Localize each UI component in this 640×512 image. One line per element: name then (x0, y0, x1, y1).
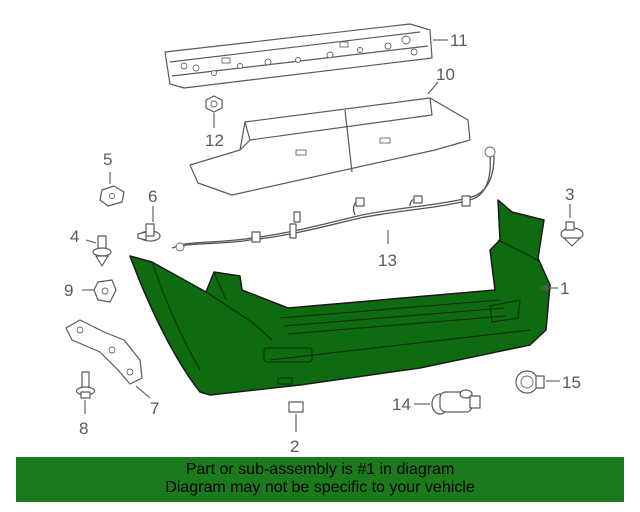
clip-part-4[interactable] (92, 235, 112, 267)
callout-8: 8 (79, 419, 88, 438)
bolt-part-8[interactable] (75, 371, 96, 399)
side-support-bracket[interactable] (65, 319, 143, 385)
callout-11: 11 (450, 31, 468, 50)
callout-14: 14 (392, 395, 411, 414)
bumper-cover-highlighted[interactable] (129, 199, 551, 396)
callout-1: 1 (560, 279, 569, 298)
push-pin-part-3[interactable] (560, 221, 584, 247)
callout-3: 3 (565, 185, 574, 204)
callout-15: 15 (562, 373, 581, 392)
callout-12: 12 (205, 131, 224, 150)
banner-line-1: Part or sub-assembly is #1 in diagram (185, 461, 455, 478)
callout-13: 13 (378, 251, 397, 270)
cover-plug-part-2[interactable] (288, 401, 304, 413)
reinforcement-bar[interactable] (164, 23, 433, 89)
wiring-harness[interactable] (171, 146, 496, 252)
sensor-retainer[interactable] (515, 370, 545, 394)
energy-absorber[interactable] (189, 97, 471, 196)
retainer-part-9[interactable] (93, 279, 117, 303)
parts-diagram: 11 12 10 5 6 4 9 (64, 23, 584, 455)
callout-10: 10 (436, 65, 455, 84)
info-banner: Part or sub-assembly is #1 in diagram Di… (16, 457, 624, 502)
callout-5: 5 (103, 150, 112, 169)
callout-7: 7 (150, 399, 159, 418)
push-pin-part-6[interactable] (137, 223, 161, 242)
callout-6: 6 (148, 187, 157, 206)
callout-4: 4 (70, 227, 79, 246)
parking-sensor[interactable] (431, 389, 481, 415)
banner-line-2: Diagram may not be specific to your vehi… (165, 479, 475, 496)
nut-part-12[interactable] (205, 95, 223, 113)
callout-2: 2 (290, 437, 299, 455)
bracket-part-5[interactable] (99, 185, 125, 207)
callout-9: 9 (64, 281, 73, 300)
